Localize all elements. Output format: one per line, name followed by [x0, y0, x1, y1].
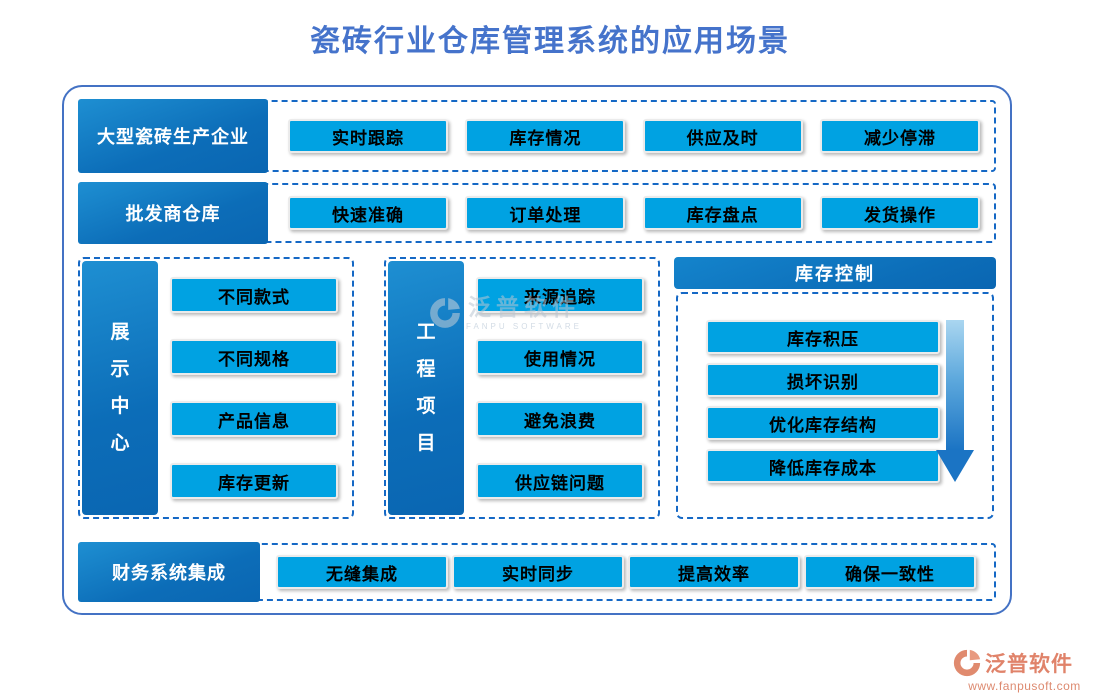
item-realtime-sync: 实时同步: [452, 555, 624, 589]
footer-url: www.fanpusoft.com: [968, 679, 1081, 693]
row-finance-integration: 财务系统集成 无缝集成 实时同步 提高效率 确保一致性: [78, 542, 996, 602]
item-optimize-structure: 优化库存结构: [706, 406, 940, 440]
footer-brand-name: 泛普软件: [985, 653, 1073, 676]
item-shipping-operation: 发货操作: [819, 196, 980, 230]
item-inventory-update: 库存更新: [170, 463, 338, 499]
row-wholesaler-warehouse: 批发商仓库 快速准确 订单处理 库存盘点 发货操作: [78, 182, 996, 244]
item-order-processing: 订单处理: [465, 196, 626, 230]
item-ensure-consistency: 确保一致性: [804, 555, 976, 589]
item-improve-efficiency: 提高效率: [628, 555, 800, 589]
row-finance-items: 无缝集成 实时同步 提高效率 确保一致性: [276, 545, 976, 599]
item-different-styles: 不同款式: [170, 277, 338, 313]
item-timely-supply: 供应及时: [642, 119, 803, 153]
fanpu-logo-icon: [953, 649, 981, 677]
item-inventory-status: 库存情况: [465, 119, 626, 153]
inventory-control-body: 库存积压 损坏识别 优化库存结构 降低库存成本: [676, 292, 994, 519]
item-avoid-waste: 避免浪费: [476, 401, 644, 437]
footer-logo: 泛普软件 www.fanpusoft.com: [952, 648, 1097, 693]
column-label-engineering-project: 工程项目: [388, 261, 464, 515]
item-different-specs: 不同规格: [170, 339, 338, 375]
row-label-finance-integration: 财务系统集成: [78, 542, 260, 602]
item-damage-identification: 损坏识别: [706, 363, 940, 397]
column-engineering-items: 来源追踪 使用情况 避免浪费 供应链问题: [476, 259, 644, 517]
item-seamless-integration: 无缝集成: [276, 555, 448, 589]
row-large-producer-items: 实时跟踪 库存情况 供应及时 减少停滞: [288, 102, 980, 170]
column-showroom: 展示中心 不同款式 不同规格 产品信息 库存更新: [78, 257, 354, 519]
row-label-wholesaler-warehouse: 批发商仓库: [78, 182, 268, 244]
column-engineering-project: 工程项目 来源追踪 使用情况 避免浪费 供应链问题: [384, 257, 660, 519]
item-supply-chain-issues: 供应链问题: [476, 463, 644, 499]
down-arrow-icon: [936, 320, 974, 482]
diagram-outer-frame: 大型瓷砖生产企业 实时跟踪 库存情况 供应及时 减少停滞 批发商仓库 快速准确 …: [62, 85, 1012, 615]
item-source-tracing: 来源追踪: [476, 277, 644, 313]
page-title: 瓷砖行业仓库管理系统的应用场景: [310, 25, 790, 58]
row-wholesaler-items: 快速准确 订单处理 库存盘点 发货操作: [288, 185, 980, 241]
column-header-inventory-control: 库存控制: [674, 257, 996, 289]
inventory-control-items: 库存积压 损坏识别 优化库存结构 降低库存成本: [706, 320, 940, 483]
item-realtime-tracking: 实时跟踪: [288, 119, 448, 153]
row-label-large-producer: 大型瓷砖生产企业: [78, 99, 268, 173]
column-label-showroom: 展示中心: [82, 261, 158, 515]
row-large-producer: 大型瓷砖生产企业 实时跟踪 库存情况 供应及时 减少停滞: [78, 99, 996, 173]
column-inventory-control: 库存控制 库存积压 损坏识别 优化库存结构 降低库存成本: [674, 257, 996, 519]
column-showroom-items: 不同款式 不同规格 产品信息 库存更新: [170, 259, 338, 517]
item-inventory-backlog: 库存积压: [706, 320, 940, 354]
item-reduce-stagnation: 减少停滞: [819, 119, 980, 153]
item-inventory-count: 库存盘点: [642, 196, 803, 230]
item-reduce-cost: 降低库存成本: [706, 449, 940, 483]
item-fast-accurate: 快速准确: [288, 196, 448, 230]
item-product-info: 产品信息: [170, 401, 338, 437]
item-usage-status: 使用情况: [476, 339, 644, 375]
